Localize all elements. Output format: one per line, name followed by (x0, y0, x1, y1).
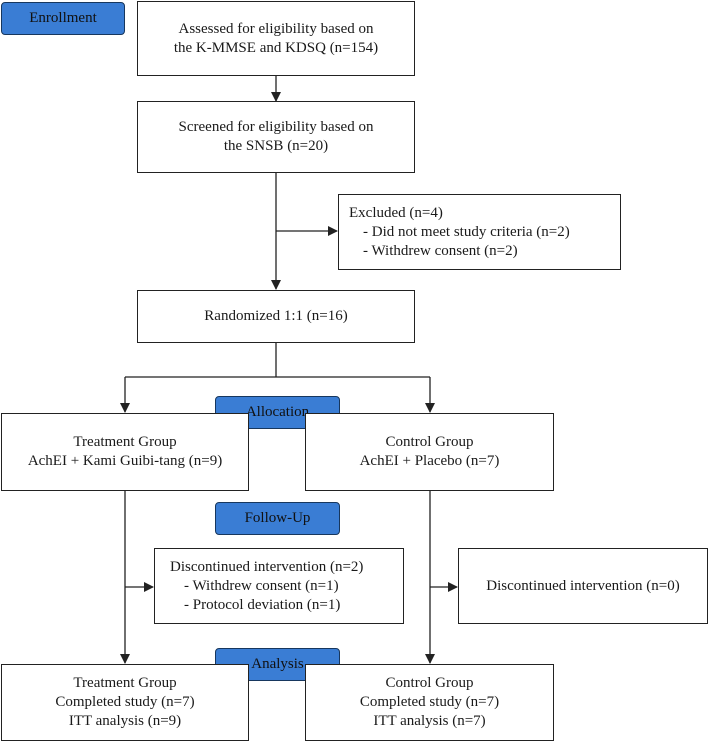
randomized-text: Randomized 1:1 (n=16) (204, 308, 348, 324)
screened-box: Screened for eligibility based on the SN… (137, 101, 415, 173)
screened-line-1: Screened for eligibility based on (178, 119, 374, 135)
treatment-analysis-line-2: Completed study (n=7) (55, 694, 195, 710)
control-allocation-box: Control Group AchEI + Placebo (n=7) (305, 413, 554, 491)
excluded-title: Excluded (n=4) (349, 204, 443, 221)
control-analysis-line-2: Completed study (n=7) (359, 694, 500, 710)
control-discontinued-box: Discontinued intervention (n=0) (458, 548, 708, 624)
treatment-analysis-line-1: Treatment Group (73, 675, 177, 691)
treatment-alloc-line-1: Treatment Group (73, 434, 177, 450)
treatment-analysis-box: Treatment Group Completed study (n=7) IT… (1, 664, 249, 741)
treatment-disc-title: Discontinued intervention (n=2) (170, 558, 364, 575)
treatment-alloc-line-2: AchEI + Kami Guibi-tang (n=9) (27, 453, 223, 469)
control-alloc-line-2: AchEI + Placebo (n=7) (359, 453, 500, 469)
assessed-line-2: the K-MMSE and KDSQ (n=154) (173, 39, 379, 56)
control-analysis-line-1: Control Group (385, 675, 474, 691)
followup-tag: Follow-Up (215, 502, 340, 535)
treatment-disc-item-1: - Withdrew consent (n=1) (184, 577, 339, 594)
control-analysis-box: Control Group Completed study (n=7) ITT … (305, 664, 554, 741)
control-alloc-line-1: Control Group (385, 434, 474, 450)
treatment-disc-item-2: - Protocol deviation (n=1) (184, 596, 341, 613)
enrollment-tag: Enrollment (1, 2, 125, 35)
excluded-box: Excluded (n=4) - Did not meet study crit… (338, 194, 621, 270)
control-analysis-line-3: ITT analysis (n=7) (373, 713, 486, 729)
assessed-box: Assessed for eligibility based on the K-… (137, 1, 415, 76)
excluded-item-2: - Withdrew consent (n=2) (363, 242, 518, 259)
randomized-box: Randomized 1:1 (n=16) (137, 290, 415, 343)
treatment-discontinued-box: Discontinued intervention (n=2) - Withdr… (154, 548, 404, 624)
treatment-allocation-box: Treatment Group AchEI + Kami Guibi-tang … (1, 413, 249, 491)
assessed-line-1: Assessed for eligibility based on (178, 20, 374, 37)
screened-line-2: the SNSB (n=20) (223, 138, 329, 154)
excluded-item-1: - Did not meet study criteria (n=2) (363, 223, 570, 240)
treatment-analysis-line-3: ITT analysis (n=9) (68, 713, 182, 729)
control-disc-text: Discontinued intervention (n=0) (486, 577, 680, 594)
